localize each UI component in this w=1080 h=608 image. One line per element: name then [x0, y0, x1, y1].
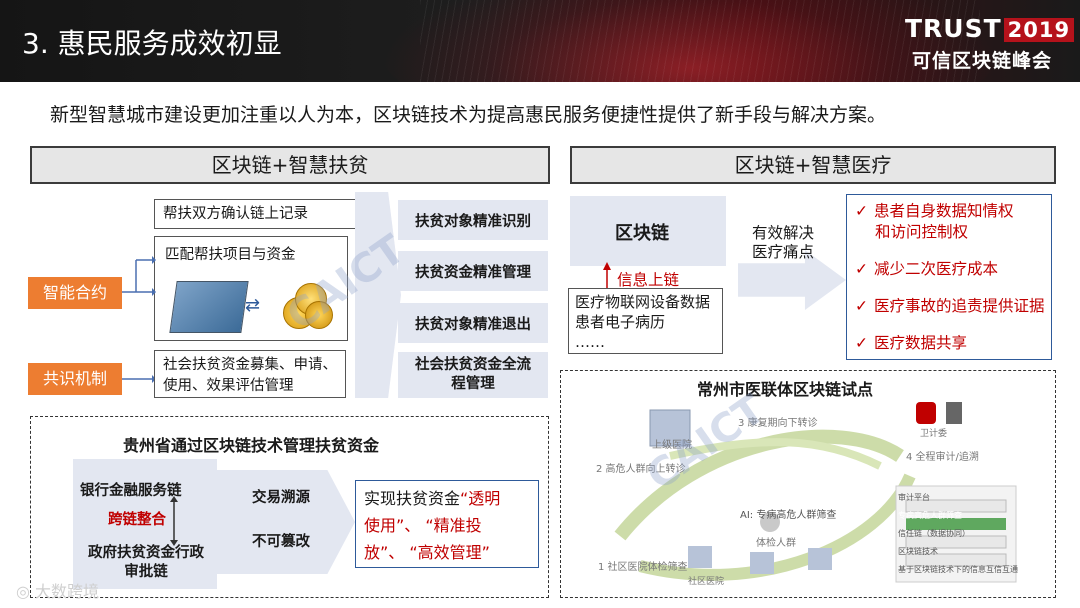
- benefit-access-control: 和访问控制权: [855, 222, 1051, 243]
- medical-data-box: 医疗物联网设备数据 患者电子病历 ……: [568, 288, 723, 354]
- outcome-put: 放”、: [364, 543, 404, 562]
- benefit-reduce-cost: 减少二次医疗成本: [874, 260, 998, 278]
- step4-label: 4 全程审计/追溯: [906, 448, 979, 463]
- fund-management-box: 社会扶贫资金募集、申请、 使用、效果评估管理: [154, 350, 346, 398]
- check-icon: ✓: [855, 297, 868, 315]
- logo-year: 2019: [1004, 18, 1074, 42]
- cross-chain-arrows: [168, 496, 180, 546]
- benefit-data-right: 患者自身数据知情权: [874, 202, 1014, 220]
- check-icon: ✓: [855, 202, 868, 220]
- outcome-transparent: “透明: [460, 489, 500, 508]
- onchain-label: 信息上链: [617, 268, 679, 290]
- match-project-label: 匹配帮扶项目与资金: [165, 243, 296, 264]
- benefit-sharing: 医疗数据共享: [874, 334, 967, 352]
- outcome-use: 使用”、: [364, 516, 420, 535]
- consensus-label: 共识机制: [28, 363, 122, 395]
- panel-info: 基于区块链技术下的信息互信互通: [898, 561, 1018, 579]
- fund-management-line2: 使用、效果评估管理: [163, 376, 345, 397]
- document-image: [169, 281, 248, 333]
- community-hospital-label: 社区医院: [688, 574, 724, 587]
- trace-label: 交易溯源: [252, 486, 310, 507]
- right-panel-items: 审计平台 专病高危人群筛查 信任链（数据协同） 区块链技术 基于区块链技术下的信…: [898, 489, 1018, 579]
- right-section-title: 区块链+智慧医疗: [570, 146, 1056, 184]
- ai-screen-label: AI: 专病高危人群筛查: [740, 506, 836, 521]
- check-icon: ✓: [855, 260, 868, 278]
- panel-audit: 审计平台: [898, 489, 1018, 507]
- panel-bc: 区块链技术: [898, 543, 1018, 561]
- footer-brand: ◎ 大数跨境: [16, 578, 99, 602]
- data-emr: 患者电子病历: [575, 312, 716, 332]
- solve-line2: 医疗痛点: [752, 243, 814, 262]
- exchange-arrows-icon: ⇄: [245, 295, 260, 316]
- bank-chain-label: 银行金融服务链: [80, 479, 182, 500]
- panel-trust: 信任链（数据协同）: [898, 525, 1018, 543]
- solve-label: 有效解决 医疗痛点: [752, 224, 814, 262]
- guizhou-outcome-box: 实现扶贫资金“透明 使用”、 “精准投 放”、 “高效管理”: [355, 480, 539, 568]
- outcome-precise: “精准投: [425, 516, 481, 535]
- solve-line1: 有效解决: [752, 224, 814, 243]
- check-icon: ✓: [855, 334, 868, 352]
- benefit-accountability: 医疗事故的追责提供证据: [874, 297, 1045, 315]
- exam-group-label: 体检人群: [756, 534, 796, 549]
- smart-contract-label: 智能合约: [28, 277, 122, 309]
- panel-screen: 专病高危人群筛查: [898, 507, 1018, 525]
- gov-chain-line1: 政府扶贫资金行政: [80, 544, 212, 563]
- intro-text: 新型智慧城市建设更加注重以人为本，区块链技术为提高惠民服务便捷性提供了新手段与解…: [50, 100, 886, 127]
- result-fund-manage: 扶贫资金精准管理: [398, 251, 548, 291]
- result-full-process: 社会扶贫资金全流程管理: [398, 352, 548, 398]
- benefits-box: ✓ 患者自身数据知情权 和访问控制权 ✓ 减少二次医疗成本 ✓ 医疗事故的追责提供证据…: [846, 194, 1052, 360]
- footer-brand-text: 大数跨境: [35, 582, 99, 601]
- gov-chain-line2: 审批链: [80, 563, 212, 582]
- confirm-record-box: 帮扶双方确认链上记录: [154, 199, 356, 229]
- health-commission-label: 卫计委: [920, 426, 947, 439]
- result-identify: 扶贫对象精准识别: [398, 200, 548, 240]
- data-iot: 医疗物联网设备数据: [575, 292, 716, 312]
- fund-management-line1: 社会扶贫资金募集、申请、: [163, 355, 345, 376]
- page-title: 3. 惠民服务成效初显: [22, 22, 282, 62]
- logo-trust-text: TRUST: [905, 14, 1002, 43]
- logo-subtitle: 可信区块链峰会: [912, 46, 1052, 73]
- outcome-efficient: “高效管理”: [409, 543, 490, 562]
- brand-icon: ◎: [16, 582, 35, 601]
- outcome-prefix: 实现扶贫资金: [364, 489, 460, 508]
- contract-connector-arrows: [122, 250, 156, 310]
- tamper-proof-label: 不可篡改: [252, 530, 310, 551]
- blockchain-label: 区块链: [615, 219, 669, 245]
- data-more: ……: [575, 332, 716, 352]
- gov-chain-label: 政府扶贫资金行政 审批链: [80, 544, 212, 582]
- left-section-title: 区块链+智慧扶贫: [30, 146, 550, 184]
- consensus-connector-arrow: [122, 370, 156, 390]
- cross-chain-label: 跨链整合: [108, 508, 166, 529]
- step1-label: 1 社区医院体检筛查: [598, 558, 688, 573]
- guizhou-title: 贵州省通过区块链技术管理扶贫资金: [123, 432, 379, 456]
- result-exit: 扶贫对象精准退出: [398, 303, 548, 343]
